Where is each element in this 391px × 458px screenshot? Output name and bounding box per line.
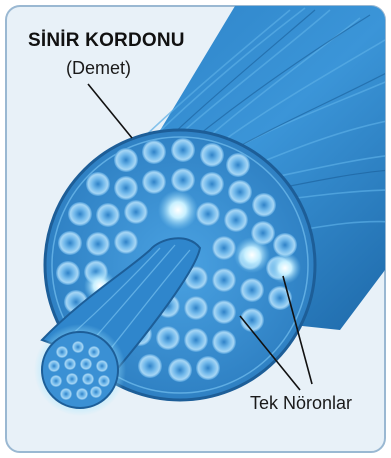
subtitle-label: (Demet): [66, 58, 131, 79]
neurons-label: Tek Nöronlar: [250, 393, 352, 414]
title-label: SİNİR KORDONU: [28, 30, 185, 52]
